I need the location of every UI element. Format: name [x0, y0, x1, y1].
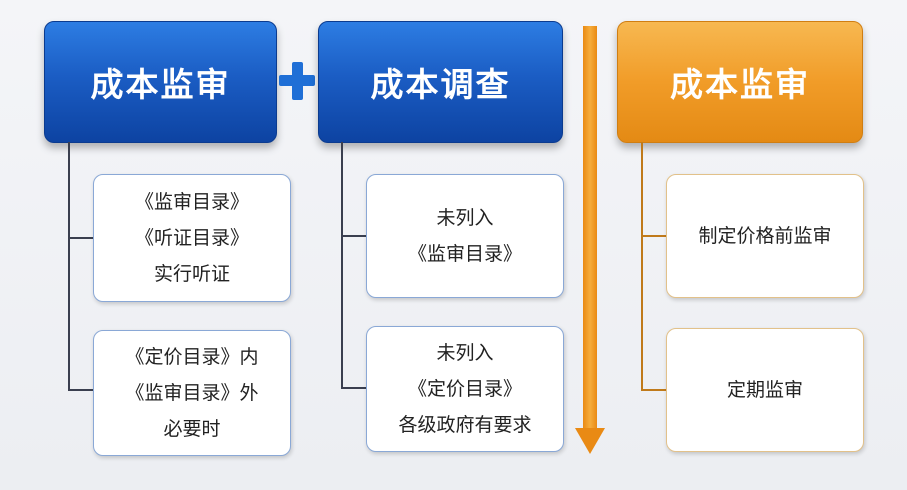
- box-line: 《定价目录》: [407, 377, 522, 400]
- right-connector-branch-1: [641, 235, 666, 237]
- box-line: 必要时: [163, 418, 221, 441]
- right-box-2: 定期监审: [666, 328, 864, 452]
- right-connector-vertical: [641, 142, 643, 390]
- plus-icon: [292, 62, 303, 100]
- left-box-1: 《监审目录》 《听证目录》 实行听证: [93, 174, 291, 302]
- right-column-header: 成本监审: [617, 21, 863, 143]
- left-column-header: 成本监审: [44, 21, 277, 143]
- left-connector-branch-1: [68, 237, 93, 239]
- left-connector-vertical: [68, 142, 70, 390]
- box-line: 《监审目录》: [134, 190, 249, 213]
- left-box-2: 《定价目录》内 《监审目录》外 必要时: [93, 330, 291, 456]
- right-box-1: 制定价格前监审: [666, 174, 864, 298]
- box-line: 未列入: [436, 341, 494, 364]
- box-line: 《监审目录》: [407, 243, 522, 265]
- middle-column-header: 成本调查: [318, 21, 563, 143]
- middle-connector-branch-2: [341, 387, 366, 389]
- middle-connector-branch-1: [341, 235, 366, 237]
- middle-box-1: 未列入 《监审目录》: [366, 174, 564, 298]
- middle-box-2: 未列入 《定价目录》 各级政府有要求: [366, 326, 564, 452]
- left-connector-branch-2: [68, 389, 93, 391]
- down-arrow-shaft: [583, 26, 597, 430]
- box-line: 各级政府有要求: [398, 414, 532, 437]
- down-arrow-icon: [575, 428, 605, 454]
- box-line: 《听证目录》: [134, 226, 249, 249]
- box-line: 《定价目录》内: [125, 345, 259, 368]
- box-line: 制定价格前监审: [698, 224, 832, 247]
- box-line: 《监审目录》外: [125, 381, 259, 404]
- box-line: 定期监审: [726, 378, 803, 401]
- middle-connector-vertical: [341, 142, 343, 388]
- right-connector-branch-2: [641, 389, 666, 391]
- box-line: 实行听证: [153, 263, 230, 286]
- box-line: 未列入: [436, 206, 494, 229]
